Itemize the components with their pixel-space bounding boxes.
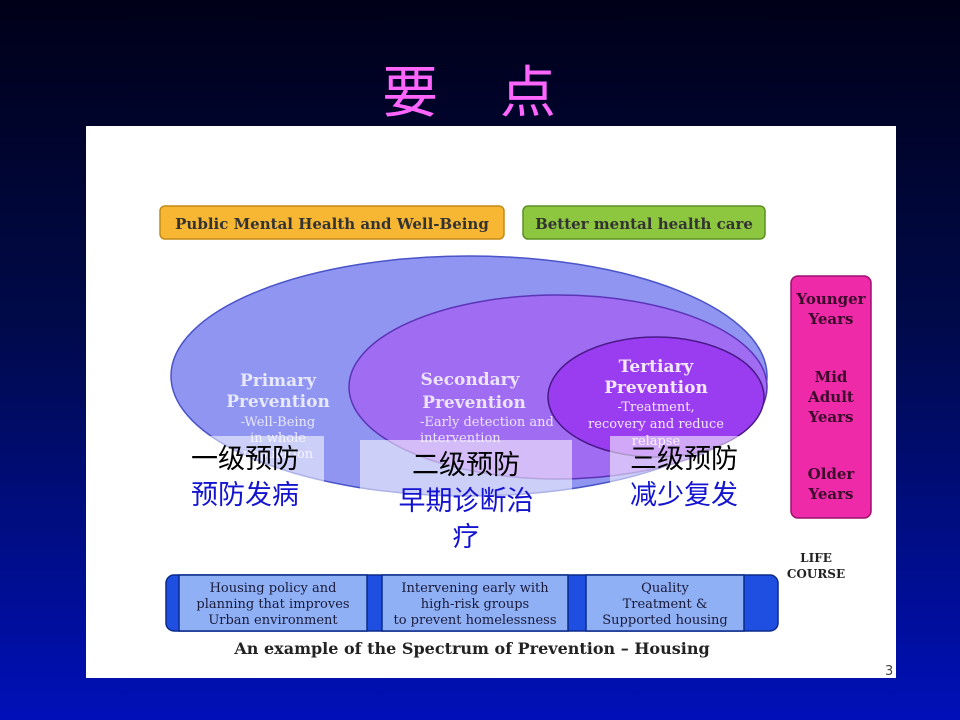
- tertiary-desc-1: -Treatment,: [617, 400, 694, 415]
- secondary-title-1: Secondary: [421, 370, 521, 390]
- diagram-panel: Public Mental Health and Well-Being Bett…: [86, 126, 896, 678]
- housing-box-3: [585, 574, 745, 632]
- public-mental-health-label: Public Mental Health and Well-Being: [175, 215, 489, 233]
- third-level-action: 减少复发: [630, 480, 738, 511]
- housing-box-1-line-1: Housing policy and: [210, 581, 337, 596]
- secondary-desc-1: -Early detection and: [420, 415, 554, 430]
- younger-label-2: Years: [807, 310, 853, 328]
- better-care-box: Better mental health care: [522, 205, 766, 240]
- second-level-action-2: 疗: [452, 522, 480, 553]
- housing-box-3-line-3: Supported housing: [602, 613, 727, 628]
- primary-title-1: Primary: [240, 371, 317, 391]
- prevention-diagram: Public Mental Health and Well-Being Bett…: [159, 205, 872, 658]
- slide-number: 3: [885, 664, 894, 679]
- third-level-label: 三级预防: [630, 444, 738, 475]
- slide-title: 要 点: [382, 61, 578, 126]
- second-level-action-1: 早期诊断治: [398, 486, 534, 517]
- housing-box-2-line-1: Intervening early with: [401, 581, 549, 596]
- older-label-1: Older: [808, 465, 856, 483]
- housing-box-3-line-2: Treatment &: [623, 597, 708, 612]
- housing-caption: An example of the Spectrum of Prevention…: [233, 639, 709, 658]
- tertiary-title-2: Prevention: [604, 378, 708, 398]
- housing-box-2-line-2: high-risk groups: [421, 597, 529, 612]
- secondary-title-2: Prevention: [422, 393, 526, 413]
- overlay-third-level: 三级预防 减少复发: [610, 436, 758, 528]
- overlay-first-level: 一级预防 预防发病: [166, 436, 324, 528]
- overlay-second-level: 二级预防 早期诊断治 疗: [360, 440, 572, 568]
- older-label-2: Years: [807, 485, 853, 503]
- life-course-label-1: LIFE: [800, 551, 832, 565]
- better-care-label: Better mental health care: [535, 215, 753, 233]
- life-course-label-2: COURSE: [787, 567, 845, 581]
- housing-box-2: [381, 574, 569, 632]
- housing-box-2-line-3: to prevent homelessness: [393, 613, 556, 628]
- housing-box-1-line-2: planning that improves: [196, 597, 349, 612]
- housing-box-1-line-3: Urban environment: [208, 613, 338, 628]
- first-level-action: 预防发病: [191, 480, 299, 511]
- housing-box-1: [178, 574, 368, 632]
- mid-label-3: Years: [807, 408, 853, 426]
- housing-box-3-line-1: Quality: [641, 581, 689, 596]
- younger-label-1: Younger: [795, 290, 866, 308]
- primary-title-2: Prevention: [226, 392, 330, 412]
- mid-label-1: Mid: [815, 368, 848, 386]
- mid-label-2: Adult: [807, 388, 854, 406]
- housing-spectrum-bar: Housing policy and planning that improve…: [165, 574, 779, 632]
- tertiary-desc-2: recovery and reduce: [588, 417, 724, 432]
- tertiary-title-1: Tertiary: [619, 357, 695, 377]
- first-level-label: 一级预防: [191, 444, 299, 475]
- primary-desc-1: -Well-Being: [241, 415, 315, 430]
- life-stages-bar: Younger Years Mid Adult Years Older Year…: [790, 275, 872, 519]
- second-level-label: 二级预防: [412, 450, 520, 481]
- public-mental-health-box: Public Mental Health and Well-Being: [159, 205, 505, 240]
